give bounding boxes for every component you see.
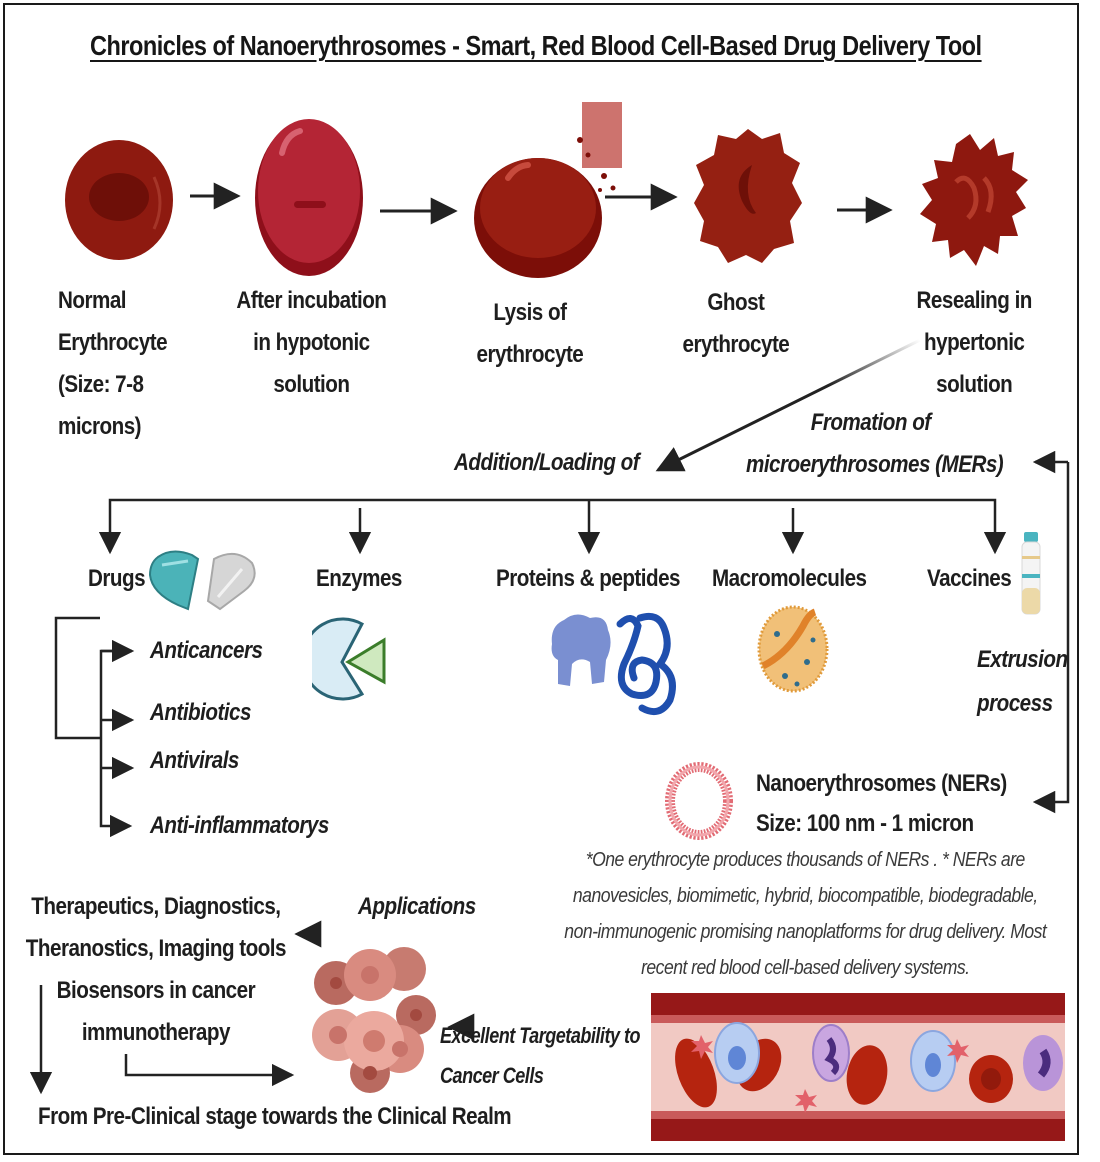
step-lysis-label: Lysis of erythrocyte [476, 299, 584, 368]
swollen-erythrocyte-icon [255, 119, 363, 276]
drug-type-antivirals: Antivirals [150, 747, 239, 774]
clinical-label: From Pre-Clinical stage towards the Clin… [38, 1103, 512, 1130]
extrusion-label: Extrusion process [977, 646, 1068, 717]
capsule-icon [148, 550, 256, 611]
ner-note: *One erythrocyte produces thousands of N… [564, 849, 1047, 979]
blood-vessel-icon [651, 993, 1065, 1141]
ghost-erythrocyte-icon [694, 129, 802, 263]
macromolecule-icon [757, 605, 829, 693]
lysed-erythrocyte-icon [474, 102, 622, 278]
arrow-immunotherapy-to-tumor [124, 1054, 295, 1087]
enzyme-icon [312, 617, 386, 701]
tumor-cells-icon [312, 947, 436, 1093]
cargo-drugs-label: Drugs [88, 565, 146, 592]
cargo-enzymes-label: Enzymes [316, 565, 402, 592]
formation-label: Fromation of microerythrosomes (MERs) [746, 409, 1004, 478]
vaccine-vial-icon [1021, 532, 1041, 615]
drug-type-anticancers: Anticancers [150, 637, 263, 664]
cargo-distribution-line [108, 498, 997, 548]
figure-title: Chronicles of Nanoerythrosomes - Smart, … [90, 30, 982, 61]
targetability-label: Excellent Targetability to Cancer Cells [440, 1023, 641, 1088]
ner-size: Size: 100 nm - 1 micron [756, 810, 974, 837]
cargo-macromolecules-label: Macromolecules [712, 565, 867, 592]
step-hypotonic-label: After incubation in hypotonic solution [236, 287, 387, 398]
drug-type-anti-inflammatorys: Anti-inflammatorys [150, 812, 329, 839]
nanoerythrosome-icon [665, 762, 733, 840]
ner-description: Nanoerythrosomes (NERs) Size: 100 nm - 1… [756, 764, 1007, 844]
step-ghost-label: Ghost erythrocyte [682, 289, 790, 358]
normal-erythrocyte-icon [65, 140, 173, 260]
drug-bracket [54, 616, 100, 740]
arrow-resealing-to-loading [655, 338, 921, 472]
cargo-vaccines-label: Vaccines [927, 565, 1012, 592]
loading-label: Addition/Loading of [454, 449, 640, 476]
drug-types-spine [99, 649, 133, 838]
step-normal-erythrocyte-label: Normal Erythrocyte (Size: 7-8 microns) [58, 287, 168, 440]
drug-type-antibiotics: Antibiotics [150, 699, 251, 726]
cargo-proteins-label: Proteins & peptides [496, 565, 681, 592]
ner-name: Nanoerythrosomes (NERs) [756, 770, 1007, 797]
applications-label: Applications [358, 893, 476, 920]
applications-list: Therapeutics, Diagnostics, Theranostics,… [25, 893, 287, 1046]
step-resealing-label: Resealing in hypertonic solution [916, 287, 1032, 398]
resealed-erythrocyte-icon [920, 134, 1028, 266]
extrusion-loop [1032, 462, 1070, 814]
protein-icon [551, 612, 676, 716]
